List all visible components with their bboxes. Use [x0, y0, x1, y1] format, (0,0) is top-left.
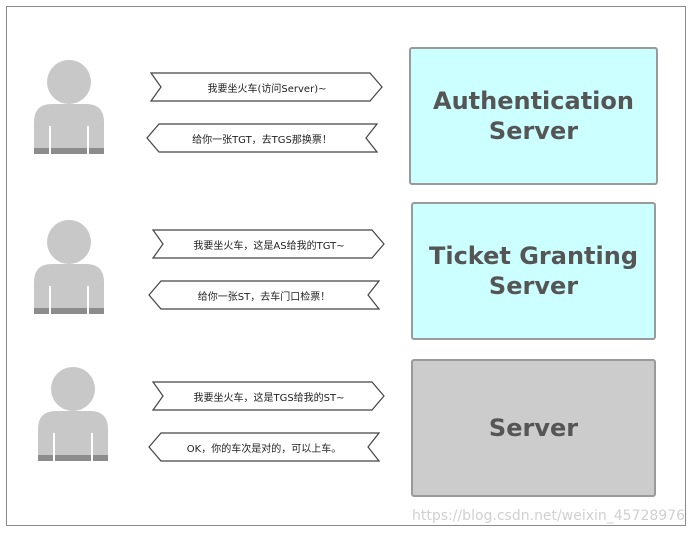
authentication-server-box: Authentication Server	[409, 47, 658, 185]
response-text: 给你一张ST，去车门口检票！	[197, 291, 331, 303]
server-label: Ticket Granting Server	[428, 242, 639, 300]
server-box: Server	[411, 359, 656, 497]
ticket-granting-server-box: Ticket Granting Server	[411, 202, 656, 340]
response-banner: OK，你的车次是对的，可以上车。	[148, 432, 380, 462]
server-label: Authentication Server	[433, 87, 634, 145]
user-icon	[34, 220, 104, 314]
response-banner: 给你一张ST，去车门口检票！	[148, 280, 380, 310]
request-text: 我要坐火车，这是TGS给我的ST~	[193, 392, 345, 404]
user-icon	[34, 60, 104, 154]
request-text: 我要坐火车(访问Server)~	[207, 83, 327, 95]
response-text: 给你一张TGT，去TGS那换票！	[192, 134, 332, 146]
server-label: Server	[488, 414, 579, 442]
watermark: https://blog.csdn.net/weixin_45728976	[412, 508, 686, 524]
request-banner: 我要坐火车，这是AS给我的TGT~	[152, 229, 386, 259]
request-text: 我要坐火车，这是AS给我的TGT~	[193, 240, 345, 252]
response-banner: 给你一张TGT，去TGS那换票！	[146, 123, 378, 153]
user-icon	[38, 367, 108, 461]
request-banner: 我要坐火车，这是TGS给我的ST~	[152, 381, 386, 411]
request-banner: 我要坐火车(访问Server)~	[150, 72, 384, 102]
response-text: OK，你的车次是对的，可以上车。	[186, 443, 342, 455]
